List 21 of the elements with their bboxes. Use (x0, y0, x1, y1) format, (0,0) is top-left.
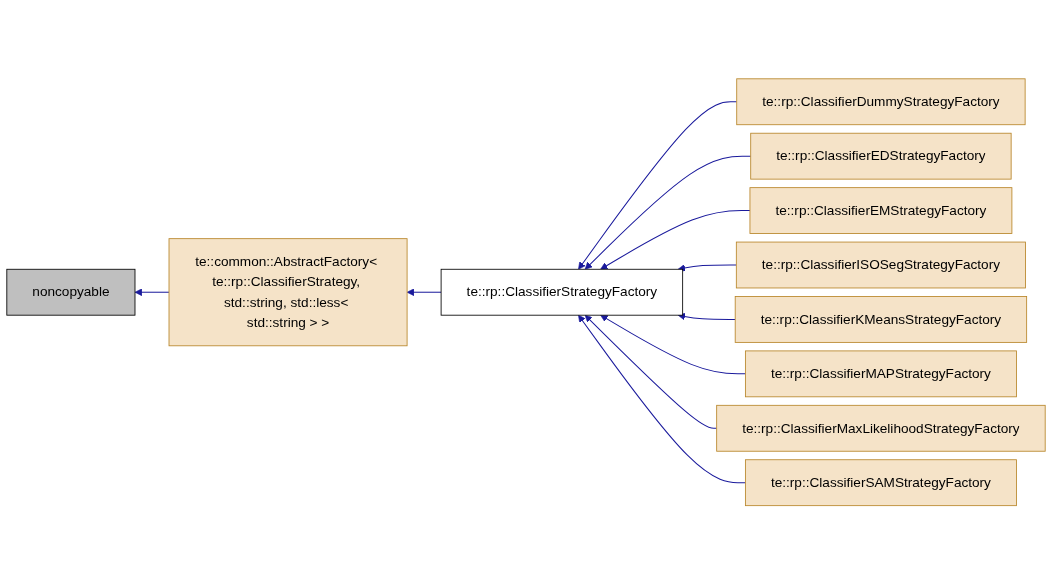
node-box: te::rp::ClassifierStrategyFactory (440, 268, 684, 316)
arrow (578, 314, 746, 483)
arrow (677, 264, 737, 272)
arrow (134, 288, 170, 296)
node-box: te::rp::ClassifierEDStrategyFactory (750, 132, 1012, 180)
arrow (584, 155, 752, 270)
arrow (406, 288, 442, 296)
arrow (677, 312, 736, 320)
arrow (600, 314, 746, 375)
node-box: te::rp::ClassifierSAMStrategyFactory (745, 459, 1017, 506)
arrow (584, 314, 718, 429)
node-box: te::rp::ClassifierMaxLikelihoodStrategyFactory (716, 404, 1046, 452)
node-box: te::rp::ClassifierEMStrategyFactory (749, 187, 1013, 234)
node-box: te::common::AbstractFactory< te::rp::ClassifierStrategy, std::string, std::less< std::string > > (168, 238, 408, 346)
node-box: te::rp::ClassifierISOSegStrategyFactory (735, 241, 1026, 289)
node-box: te::rp::ClassifierDummyStrategyFactory (736, 78, 1026, 125)
arrow (578, 101, 738, 270)
arrow (600, 209, 751, 270)
node-box: noncopyable (6, 268, 136, 316)
node-box: te::rp::ClassifierMAPStrategyFactory (745, 350, 1017, 397)
node-box: te::rp::ClassifierKMeansStrategyFactory (734, 295, 1028, 343)
